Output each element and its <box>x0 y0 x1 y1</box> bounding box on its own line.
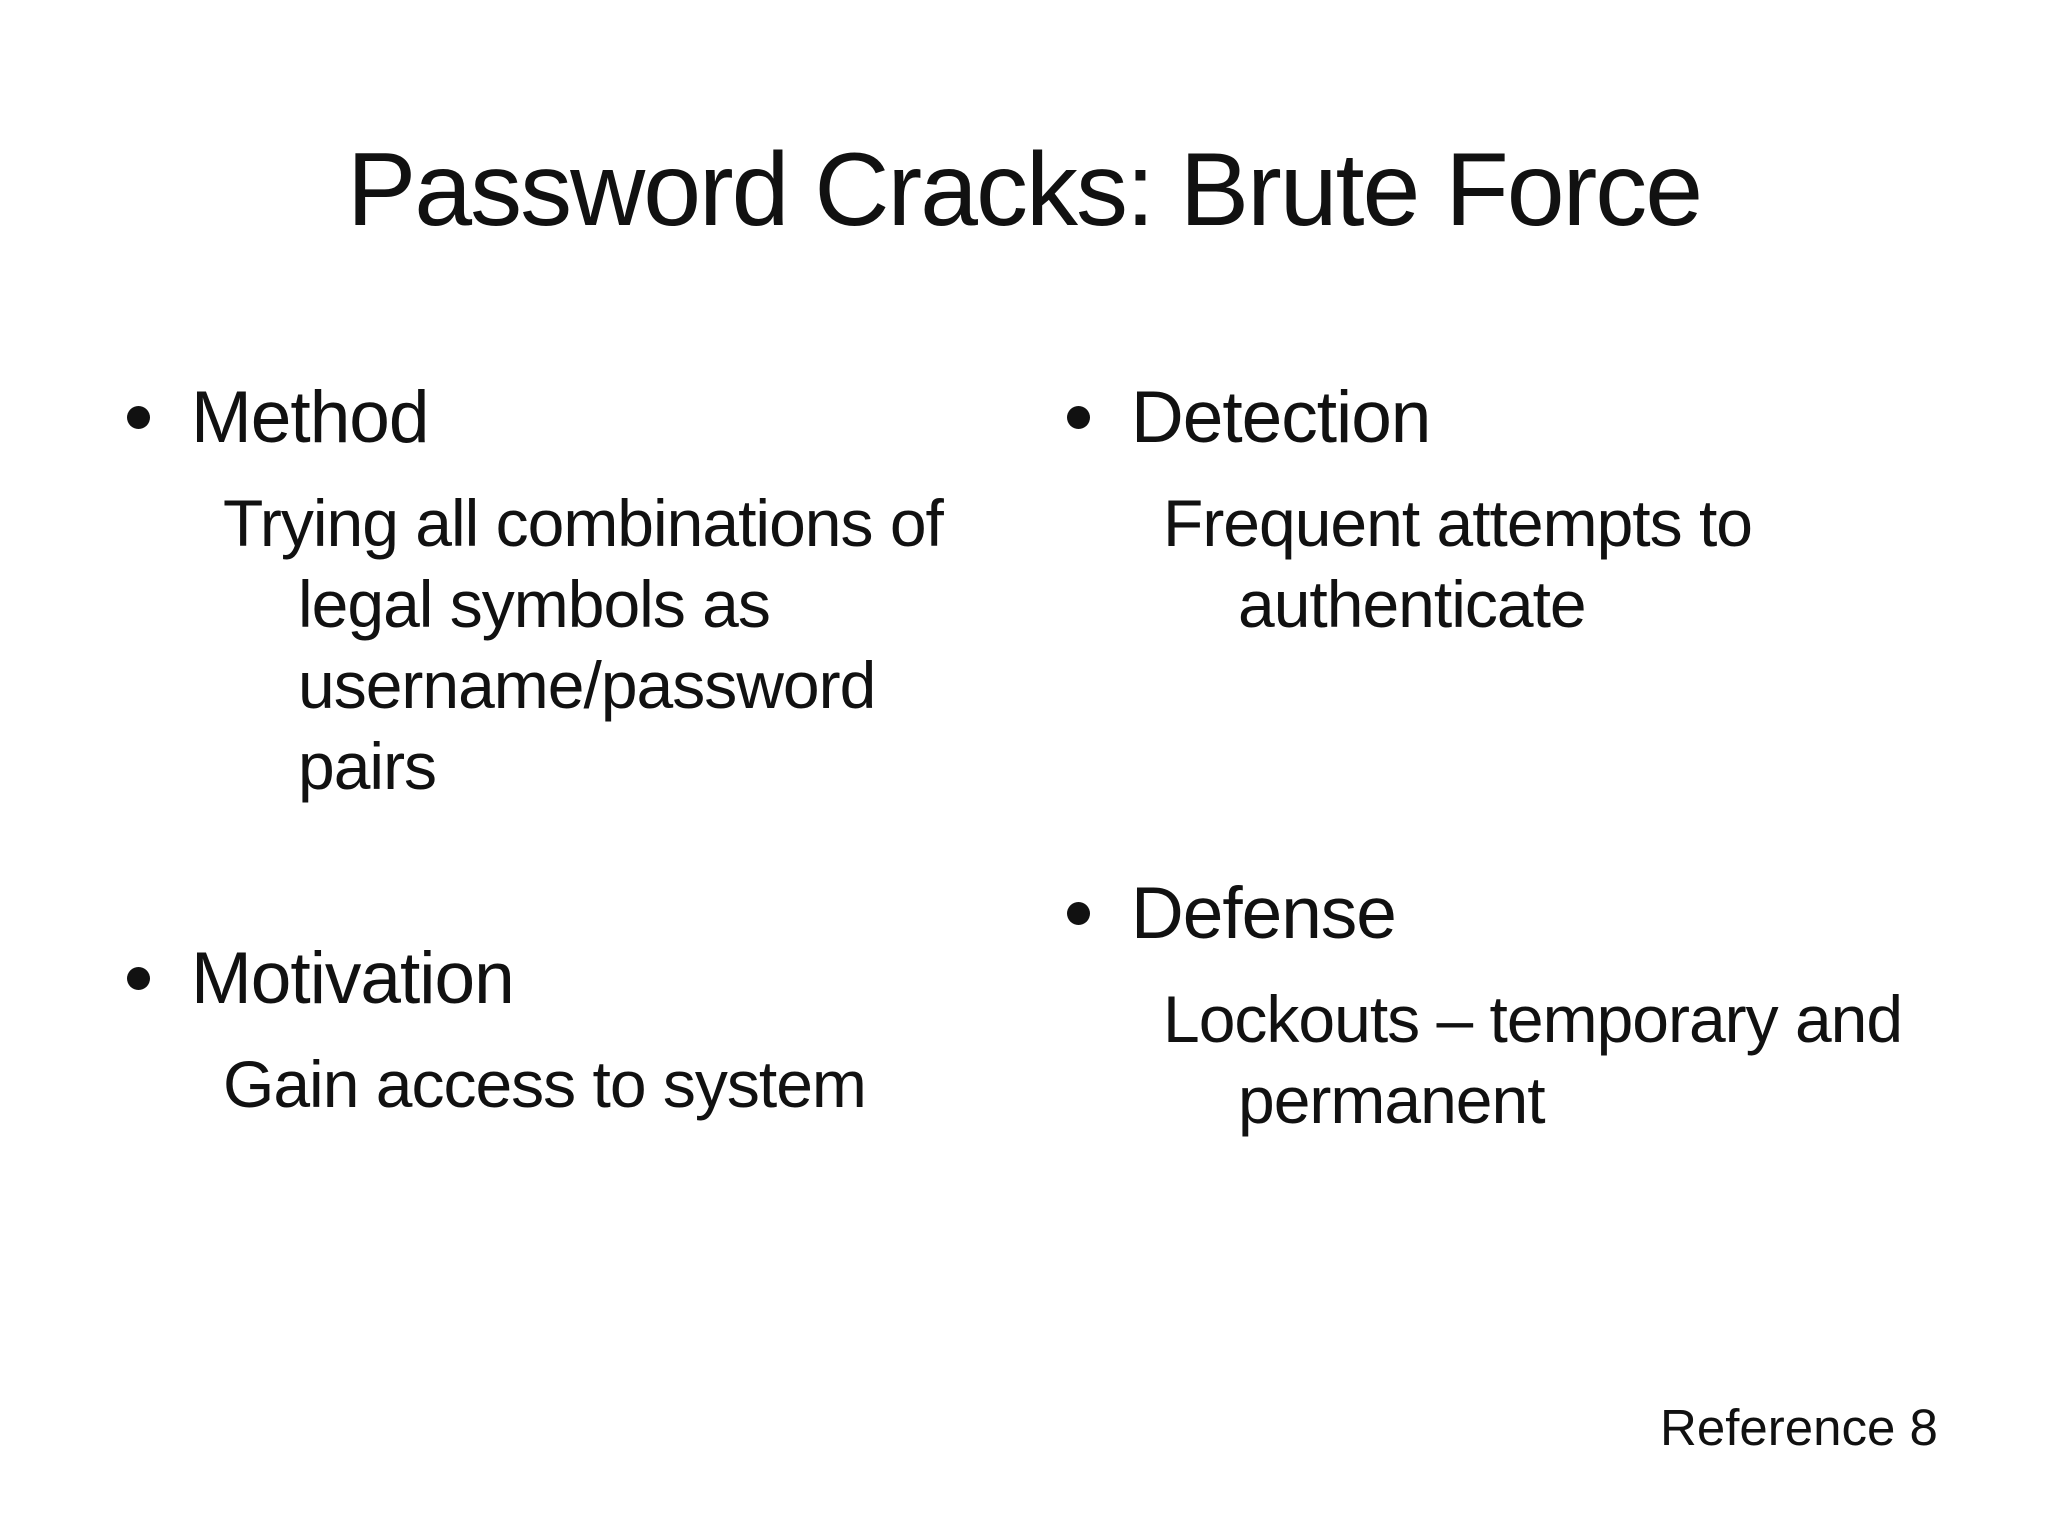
body-line: Frequent attempts to <box>1163 486 1753 560</box>
body-line: permanent <box>1238 1063 1546 1137</box>
body-line: pairs <box>298 729 437 803</box>
bullet-body-method: Trying all combinations of legal symbols… <box>223 483 1047 807</box>
body-line: username/password <box>298 648 876 722</box>
bullet-item-defense: Defense Lockouts – temporary and permane… <box>1067 868 2017 1141</box>
bullet-header-row: Method <box>127 372 1047 463</box>
bullet-item-detection: Detection Frequent attempts to authentic… <box>1067 372 2017 645</box>
body-line: Trying all combinations of <box>223 486 944 560</box>
bullet-body-detection: Frequent attempts to authenticate <box>1163 483 2017 645</box>
bullet-header-defense: Defense <box>1131 873 1397 954</box>
bullet-header-method: Method <box>191 377 429 458</box>
bullet-icon <box>127 406 150 429</box>
bullet-body-motivation: Gain access to system <box>223 1044 1047 1125</box>
body-line: Gain access to system <box>223 1047 867 1121</box>
bullet-header-row: Defense <box>1067 868 2017 959</box>
bullet-icon <box>1067 406 1090 429</box>
bullet-body-defense: Lockouts – temporary and permanent <box>1163 979 2017 1141</box>
body-line: legal symbols as <box>298 567 771 641</box>
bullet-icon <box>1067 902 1090 925</box>
body-line: authenticate <box>1238 567 1587 641</box>
bullet-icon <box>127 967 150 990</box>
bullet-header-row: Detection <box>1067 372 2017 463</box>
bullet-header-motivation: Motivation <box>191 938 515 1019</box>
bullet-header-detection: Detection <box>1131 377 1431 458</box>
reference-label: Reference 8 <box>1660 1399 1938 1456</box>
bullet-item-motivation: Motivation Gain access to system <box>127 933 1047 1125</box>
bullet-item-method: Method Trying all combinations of legal … <box>127 372 1047 807</box>
body-line: Lockouts – temporary and <box>1163 982 1903 1056</box>
bullet-header-row: Motivation <box>127 933 1047 1024</box>
slide-title: Password Cracks: Brute Force <box>346 132 1703 248</box>
